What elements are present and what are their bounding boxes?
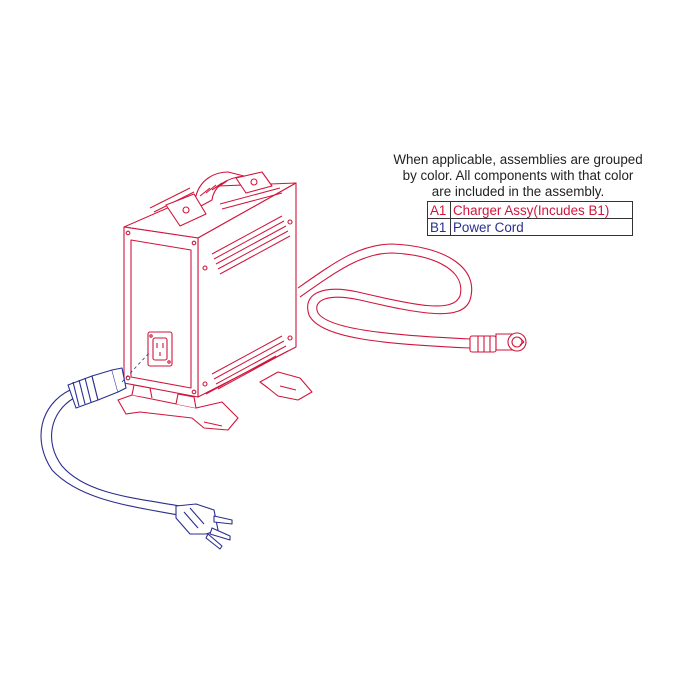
legend-row-b1: B1 Power Cord — [427, 218, 633, 236]
barrel-connector — [469, 332, 527, 353]
legend-code-b1: B1 — [427, 218, 451, 236]
charger-body — [123, 182, 297, 398]
legend-description-a1: Charger Assy(Incudes B1) — [450, 201, 633, 219]
note-line-1: When applicable, assemblies are grouped — [393, 152, 643, 167]
cord-assembly-leader-line — [121, 351, 151, 383]
ac-inlet-socket — [147, 331, 173, 367]
legend-description-b1: Power Cord — [450, 218, 633, 236]
power-cord-wall-plug — [175, 503, 233, 550]
legend-code-a1: A1 — [427, 201, 451, 219]
note-line-2: by color. All components with that color — [402, 168, 634, 183]
charger-feet — [117, 371, 313, 431]
charger-output-cable — [297, 243, 473, 349]
charger-handle — [165, 171, 273, 227]
color-grouping-note: When applicable, assemblies are grouped … — [388, 152, 648, 200]
power-cord-iec-plug — [67, 367, 127, 409]
note-line-3: are included in the assembly. — [431, 184, 605, 199]
legend-row-a1: A1 Charger Assy(Incudes B1) — [427, 201, 633, 219]
parts-legend-table: A1 Charger Assy(Incudes B1) B1 Power Cor… — [427, 201, 633, 236]
power-cord-cable — [40, 389, 181, 516]
